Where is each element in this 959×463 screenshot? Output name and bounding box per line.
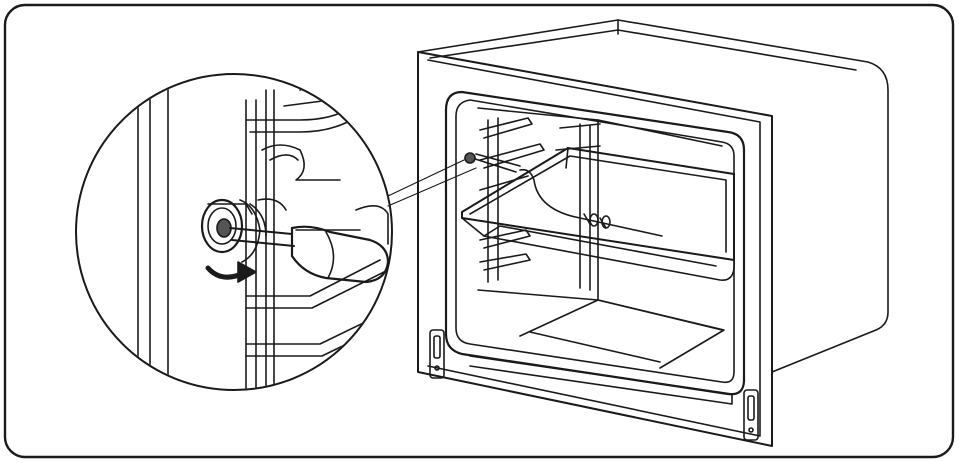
shelf-rail-icon [479,117,601,291]
magnifier-callout-icon [75,73,393,391]
meat-probe-icon [464,152,663,237]
baking-tray-icon [461,147,736,281]
rotate-arrow-icon [205,261,257,283]
door-hinge-icon [743,389,759,441]
screwdriver-icon [229,205,390,284]
callout-leader-line [387,159,477,207]
callout-detail [137,75,391,389]
figure-frame [3,3,955,459]
door-hinge-icon [429,329,445,379]
oven-cavity-icon [417,19,889,447]
